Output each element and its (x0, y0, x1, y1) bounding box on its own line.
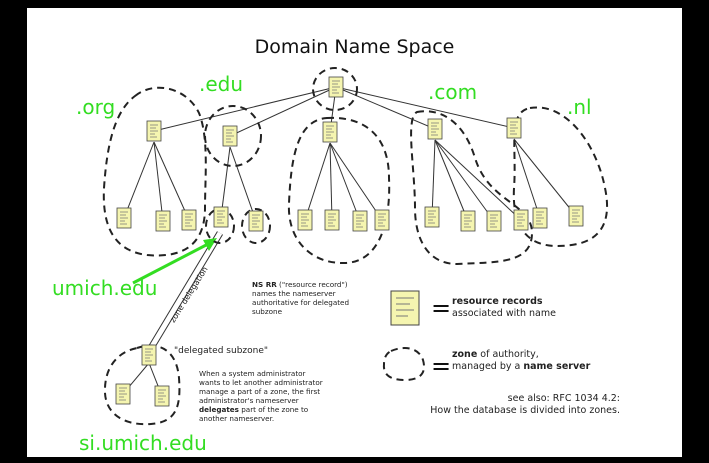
ns-rr-text: ("resource record") names the nameserver… (252, 280, 350, 316)
see-also-line2: How the database is divided into zones. (430, 404, 620, 416)
legend-equals-1: = (431, 294, 451, 322)
legend-records-rest: associated with name (452, 307, 556, 319)
zone-outlines (102, 67, 608, 426)
see-also-line1: see also: RFC 1034 4.2: (507, 393, 620, 404)
ns-rr-note: NS RR ("resource record") names the name… (252, 280, 350, 316)
slide: zone delegation (27, 8, 682, 457)
zone-si-umich (103, 344, 181, 426)
label-nl: .nl (567, 95, 592, 119)
zone-sub (241, 208, 271, 244)
delegated-subzone-label: "delegated subzone" (174, 346, 269, 356)
see-also: see also: RFC 1034 4.2: How the database… (395, 393, 620, 417)
ns-rr-bold: NS RR (252, 280, 277, 289)
admin-note-bold: delegates (199, 405, 239, 414)
legend-record-icon (390, 290, 420, 326)
umich-arrow (132, 238, 217, 285)
zone-delegation-label: zone delegation (168, 265, 210, 324)
legend-zone-bold: zone (452, 349, 478, 360)
legend-zone-mid: of authority, (477, 349, 539, 360)
label-si-umich-edu: si.umich.edu (79, 431, 207, 455)
diagram-title: Domain Name Space (254, 36, 455, 58)
dns-tree-diagram: zone delegation (102, 67, 608, 426)
zone-root (312, 67, 358, 111)
legend-records-text: resource records associated with name (452, 296, 556, 320)
admin-note-pre: When a system administrator wants to let… (199, 369, 323, 405)
admin-note: When a system administrator wants to let… (199, 369, 327, 423)
legend-zone-outline (382, 347, 425, 382)
zone-org (102, 86, 207, 257)
zone-edu (204, 105, 262, 167)
zone-com-2 (410, 110, 534, 266)
zone-nl (512, 106, 608, 248)
legend-zone-line2-pre: managed by a (452, 360, 524, 372)
label-edu: .edu (199, 72, 244, 96)
admin-note-post: part of the zone to another nameserver. (199, 405, 309, 423)
legend-zone-text: zone of authority, managed by a name ser… (452, 349, 590, 373)
label-org: .org (76, 95, 116, 119)
zone-com-1 (287, 116, 391, 265)
legend-records-bold: resource records (452, 296, 543, 307)
tree-edges (122, 86, 577, 397)
label-umich-edu: umich.edu (52, 276, 158, 300)
label-com: .com (428, 80, 478, 104)
legend-equals-2: = (431, 352, 451, 380)
legend-zone-line2-bold: name server (523, 360, 591, 372)
